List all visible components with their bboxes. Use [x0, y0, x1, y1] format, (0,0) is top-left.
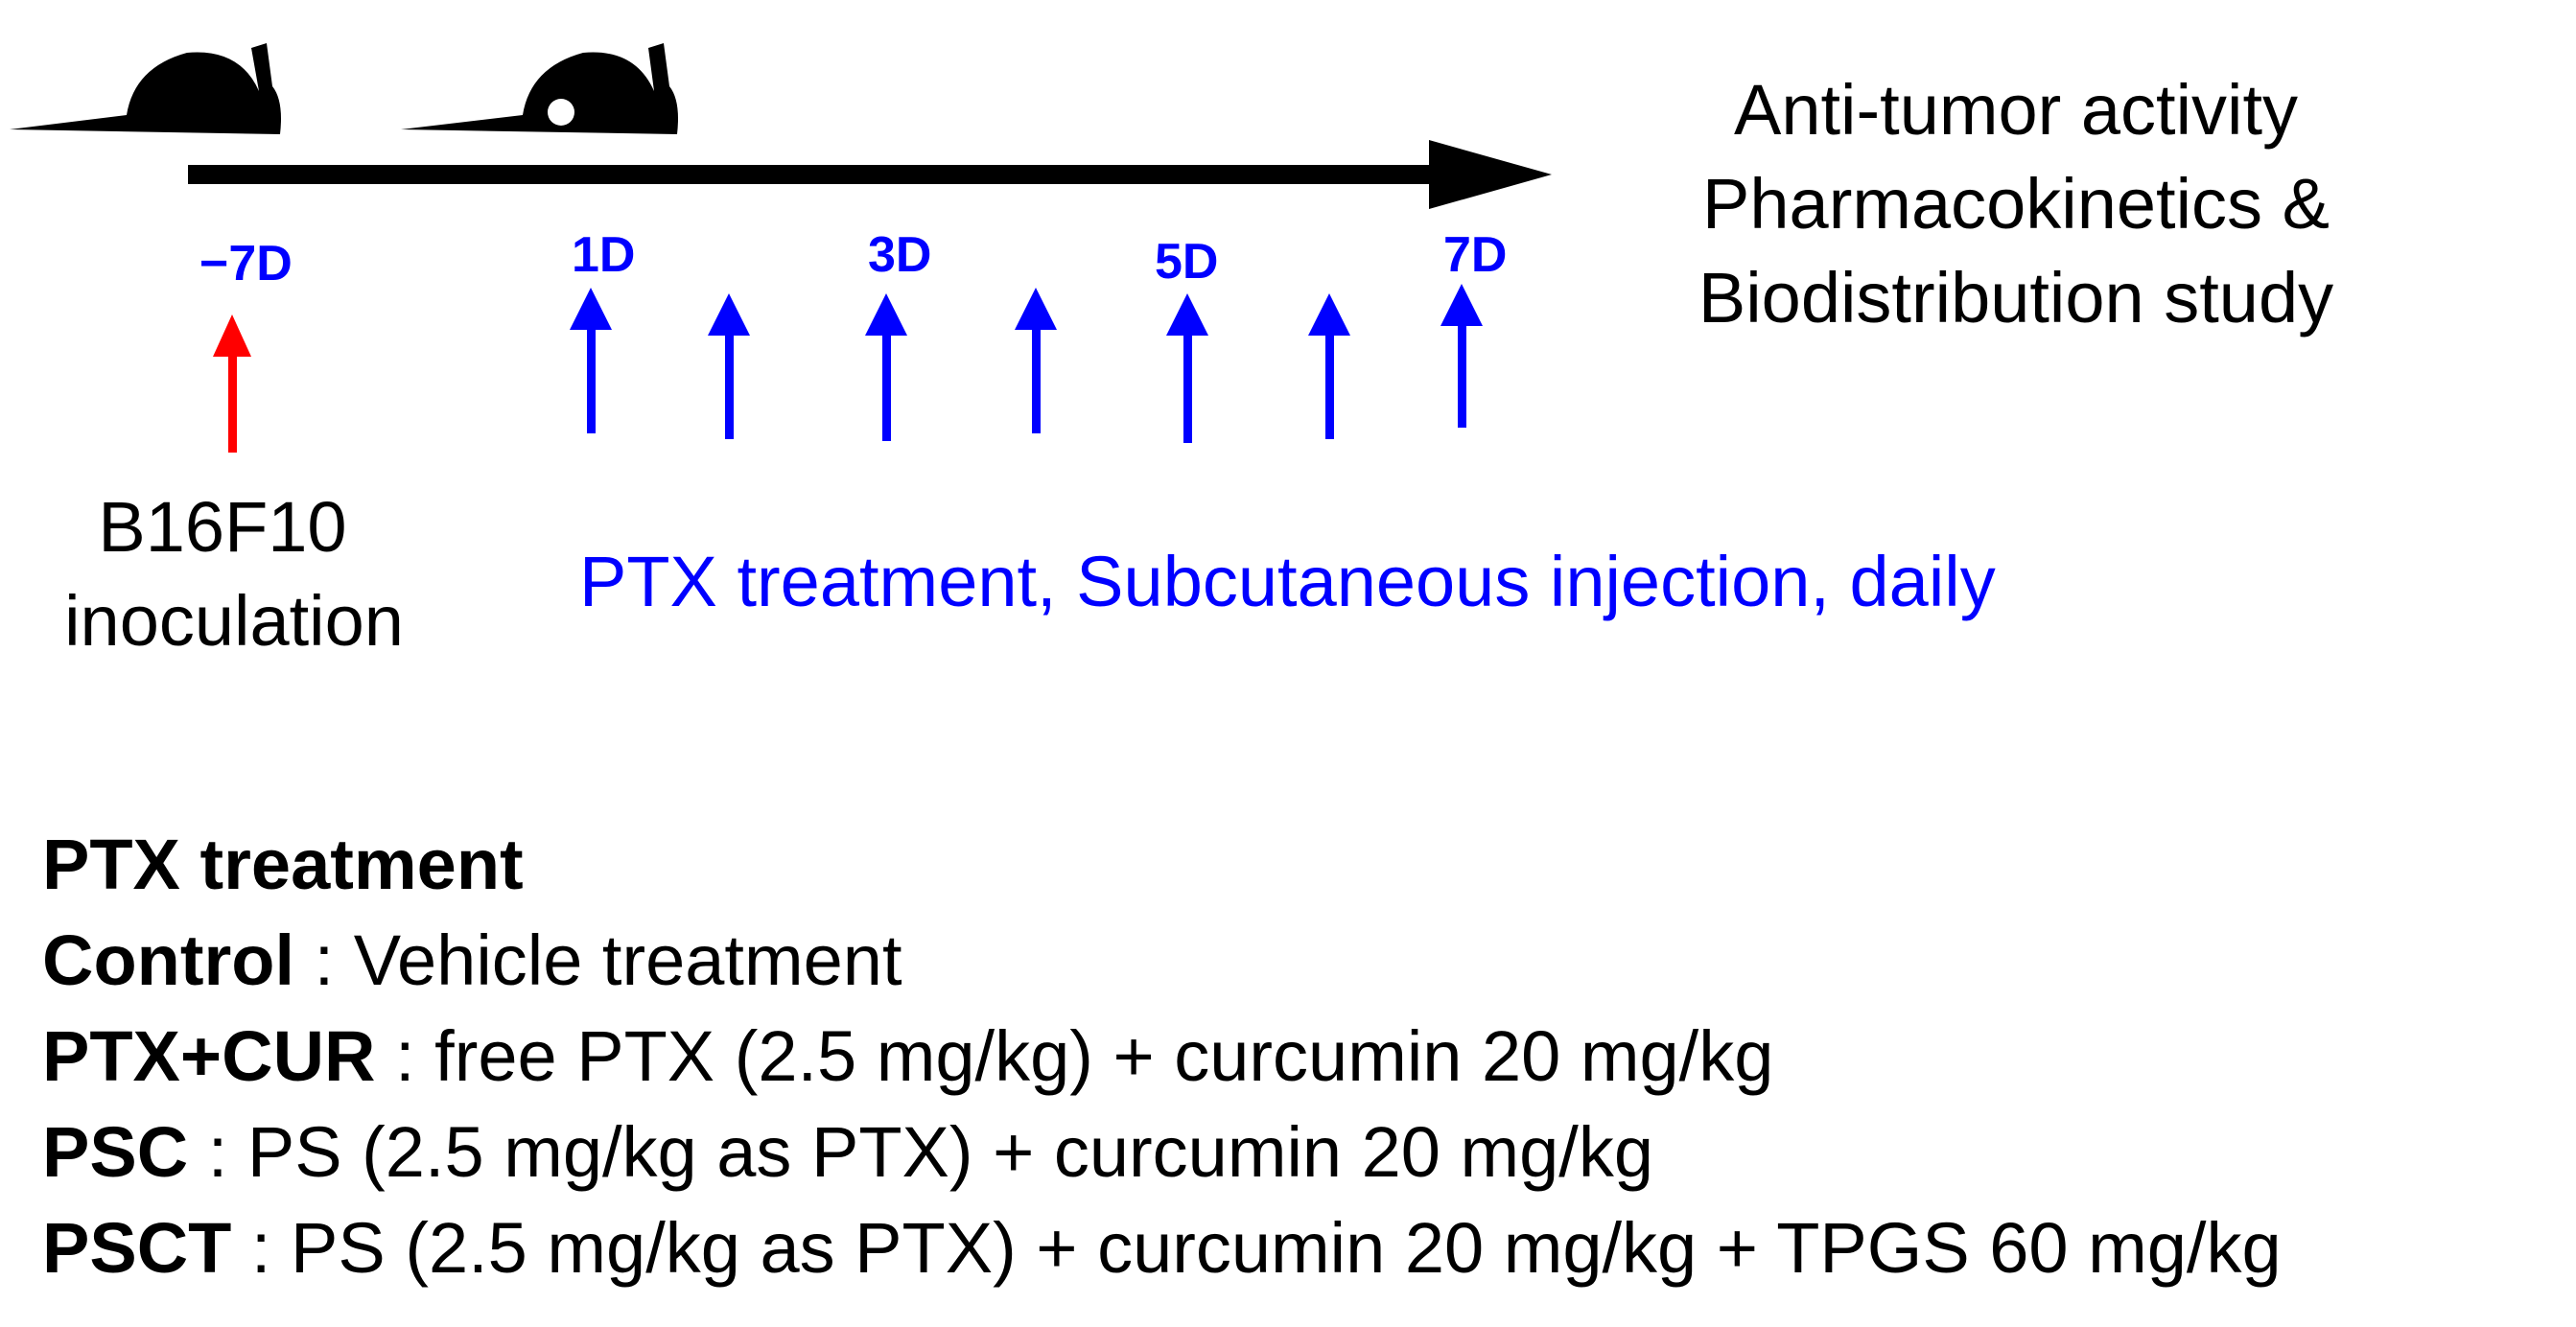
legend-sep: : — [294, 920, 354, 1000]
day-label-7: 7D — [1443, 227, 1507, 283]
tumor-spot — [548, 99, 574, 126]
treatment-arrow-day-5 — [1166, 293, 1208, 443]
treatment-arrow-day-6 — [1308, 293, 1350, 439]
arrow-shaft — [587, 326, 596, 433]
outcome-line-2: Pharmacokinetics & — [1702, 164, 2330, 244]
arrow-head — [1440, 284, 1483, 326]
treatment-arrows — [570, 284, 1483, 443]
arrow-shaft — [1183, 332, 1192, 443]
outcome-line-3: Biodistribution study — [1698, 258, 2333, 338]
legend-sep: : — [231, 1208, 291, 1288]
inoculation-line-1: B16F10 — [98, 487, 346, 567]
treatment-arrow-day-3 — [865, 293, 907, 441]
legend-heading: PTX treatment — [42, 825, 524, 904]
legend-group-name: PTX+CUR — [42, 1016, 375, 1096]
mouse-icon — [10, 43, 281, 134]
legend-group-desc: PS (2.5 mg/kg as PTX) + curcumin 20 mg/k… — [291, 1208, 2282, 1288]
arrow-head — [1166, 293, 1208, 336]
arrow-head — [708, 293, 750, 336]
outcome-line-1: Anti-tumor activity — [1734, 70, 2298, 150]
arrow-shaft — [882, 332, 891, 441]
mouse-tumor-icon — [401, 43, 678, 134]
legend-row-psc: PSC : PS (2.5 mg/kg as PTX) + curcumin 2… — [42, 1112, 1653, 1192]
arrow-head — [1308, 293, 1350, 336]
arrow-head — [570, 288, 612, 330]
timeline-arrow — [188, 140, 1552, 209]
arrow-head — [1015, 288, 1057, 330]
inoculation-line-2: inoculation — [64, 581, 404, 661]
treatment-arrow-day-2 — [708, 293, 750, 439]
legend-sep: : — [188, 1112, 247, 1192]
legend-sep: : — [375, 1016, 434, 1096]
legend-group-desc: Vehicle treatment — [354, 920, 902, 1000]
arrow-shaft — [725, 332, 734, 439]
legend-row-ptx-cur: PTX+CUR : free PTX (2.5 mg/kg) + curcumi… — [42, 1016, 1773, 1096]
legend-row-control: Control : Vehicle treatment — [42, 920, 902, 1000]
arrow-head — [865, 293, 907, 336]
treatment-arrow-day-4 — [1015, 288, 1057, 433]
legend-group-name: Control — [42, 920, 294, 1000]
day-label-3: 3D — [868, 227, 931, 283]
treatment-arrow-day-1 — [570, 288, 612, 433]
inoculation-arrow — [213, 314, 251, 453]
day-label-5: 5D — [1155, 234, 1218, 290]
day-label-1: 1D — [572, 227, 635, 283]
arrow-shaft — [1458, 322, 1466, 428]
day-label-minus7: −7D — [199, 236, 293, 291]
legend-group-desc: free PTX (2.5 mg/kg) + curcumin 20 mg/kg — [434, 1016, 1773, 1096]
treatment-arrow-day-7 — [1440, 284, 1483, 428]
legend-group-name: PSC — [42, 1112, 188, 1192]
legend-group-name: PSCT — [42, 1208, 231, 1288]
arrow-shaft — [1032, 326, 1041, 433]
arrow-shaft — [1325, 332, 1334, 439]
legend-row-psct: PSCT : PS (2.5 mg/kg as PTX) + curcumin … — [42, 1208, 2282, 1288]
legend-group-desc: PS (2.5 mg/kg as PTX) + curcumin 20 mg/k… — [247, 1112, 1653, 1192]
treatment-note: PTX treatment, Subcutaneous injection, d… — [579, 542, 1996, 621]
